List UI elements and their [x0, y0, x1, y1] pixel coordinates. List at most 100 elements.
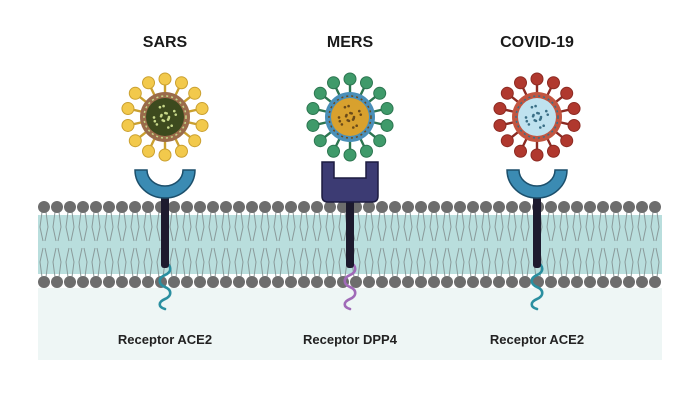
lipid-head: [298, 201, 310, 213]
lipid-tail: [317, 211, 322, 242]
lipid-tail: [577, 247, 582, 278]
lipid-tail: [494, 211, 499, 242]
lipid-tail: [260, 247, 265, 278]
lipid-tails: [39, 211, 660, 278]
lipid-tail: [473, 247, 478, 278]
spike-head: [313, 86, 327, 100]
lipid-tail: [317, 247, 322, 278]
lipid-head: [558, 201, 570, 213]
lipid-head: [545, 201, 557, 213]
lipid-head: [597, 276, 609, 288]
lipid-tail: [304, 211, 309, 242]
lipid-tail: [96, 247, 101, 278]
spike-head: [306, 102, 320, 116]
lipid-tail: [494, 247, 499, 278]
lipid-head: [64, 276, 76, 288]
spike-head: [313, 134, 327, 148]
lipid-tail: [455, 247, 460, 278]
core-particle: [162, 104, 165, 108]
lipid-tail: [473, 211, 478, 242]
spike-head: [142, 76, 156, 90]
mers-receptor-label: Receptor DPP4: [303, 332, 397, 347]
spike-head: [530, 148, 544, 162]
core-particle: [351, 118, 355, 121]
spike-head: [142, 144, 156, 158]
lipid-head: [116, 276, 128, 288]
lipid-tail: [382, 211, 387, 242]
lipid-tail: [312, 247, 317, 278]
lipid-tail: [182, 247, 187, 278]
lipid-tail: [655, 211, 660, 242]
sars-receptor-head: [134, 169, 196, 199]
lipid-head: [363, 201, 375, 213]
core-particle: [338, 119, 342, 123]
spike-head: [128, 86, 142, 100]
lipid-head: [207, 276, 219, 288]
lipid-tail: [429, 247, 434, 278]
lipid-head: [454, 201, 466, 213]
spike-head: [380, 102, 394, 116]
covid19-virus: [493, 72, 581, 162]
lipid-tail: [603, 247, 608, 278]
lipid-tail: [468, 247, 473, 278]
lipid-tail: [57, 247, 62, 278]
lipid-tail: [603, 211, 608, 242]
lipid-tail: [174, 247, 179, 278]
envelope-dots: [143, 95, 187, 139]
lipid-head: [376, 201, 388, 213]
lipid-tail: [338, 211, 343, 242]
mers-receptor-tail: [343, 260, 357, 311]
lipid-tail: [551, 247, 556, 278]
lipid-tail: [364, 247, 369, 278]
lipid-tail: [213, 211, 218, 242]
lipid-tail: [546, 211, 551, 242]
lipid-tail: [239, 247, 244, 278]
lipid-tail: [486, 211, 491, 242]
core-particle: [350, 112, 353, 115]
core-particle: [359, 113, 363, 116]
spike-head: [195, 102, 209, 116]
lipid-tail: [83, 247, 88, 278]
lipid-head: [272, 201, 284, 213]
lipid-tail: [403, 247, 408, 278]
lipid-tail: [200, 247, 205, 278]
lipid-tail: [616, 247, 621, 278]
lipid-tail: [44, 247, 49, 278]
lipid-head: [311, 201, 323, 213]
lipid-head: [519, 201, 531, 213]
lipid-head: [324, 201, 336, 213]
lipid-tail: [637, 211, 642, 242]
lipid-tail: [564, 247, 569, 278]
lipid-head: [441, 276, 453, 288]
lipid-head: [584, 276, 596, 288]
lipid-tail: [278, 247, 283, 278]
spike-head: [188, 134, 202, 148]
lipid-head: [103, 276, 115, 288]
lipid-tail: [252, 211, 257, 242]
core-particle: [172, 109, 176, 113]
lipid-tail: [499, 211, 504, 242]
lipid-tail: [369, 247, 374, 278]
lipid-tail: [148, 211, 153, 242]
covid19-receptor-head: [506, 169, 568, 199]
lipid-tail: [655, 247, 660, 278]
lipid-head: [571, 201, 583, 213]
lipid-tail: [330, 247, 335, 278]
lipid-tail: [195, 247, 200, 278]
sars-receptor-label: Receptor ACE2: [117, 332, 213, 347]
lipid-head: [493, 276, 505, 288]
covid19-receptor-stalk: [533, 190, 541, 268]
lipid-tail: [208, 247, 213, 278]
lipid-head: [259, 276, 271, 288]
lipid-tail: [577, 211, 582, 242]
lipid-tail: [364, 211, 369, 242]
core-particle: [532, 113, 535, 117]
lipid-tail: [338, 247, 343, 278]
core-particle: [351, 126, 355, 129]
lipid-tail: [325, 211, 330, 242]
lipid-tail: [460, 211, 465, 242]
spike-head: [493, 102, 507, 116]
lipid-head: [142, 276, 154, 288]
core-particle: [357, 109, 361, 113]
